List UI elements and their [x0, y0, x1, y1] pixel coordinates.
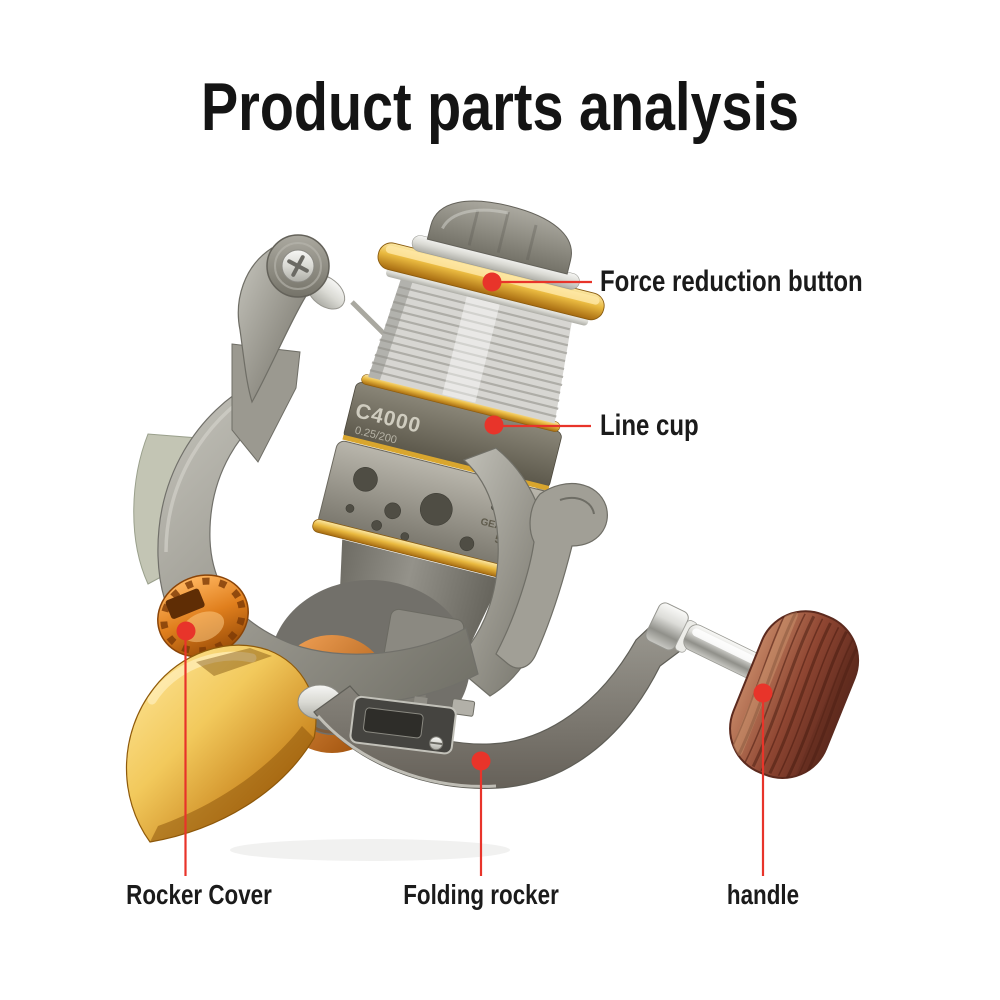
handle-knob [728, 608, 867, 786]
callout-dot-line-cup [484, 415, 504, 435]
label-force-reduction-button: Force reduction button [600, 265, 863, 298]
handle-knob-grain [728, 608, 867, 786]
rocker-latch [349, 695, 457, 755]
bail-arm [237, 234, 346, 404]
label-rocker-cover: Rocker Cover [126, 879, 272, 910]
rocker-tab [450, 698, 476, 717]
callout-dot-rocker-cover [176, 621, 196, 641]
folding-rocker-arm [313, 605, 701, 789]
spool-line-stack [368, 277, 572, 424]
callout-dot-folding-rocker [471, 751, 491, 771]
callout-dot-handle [753, 683, 773, 703]
label-folding-rocker: Folding rocker [403, 879, 559, 910]
label-handle: handle [726, 879, 800, 910]
ground-shadow [230, 839, 510, 861]
label-line-cup: Line cup [600, 409, 699, 442]
bail-screw-cross-icon [287, 255, 309, 277]
page-title: Product parts analysis [200, 69, 800, 145]
callouts [176, 272, 773, 876]
bail-holder-paddle [495, 482, 608, 669]
callout-dot-force-reduction [482, 272, 502, 292]
rocker-cover [125, 644, 317, 843]
